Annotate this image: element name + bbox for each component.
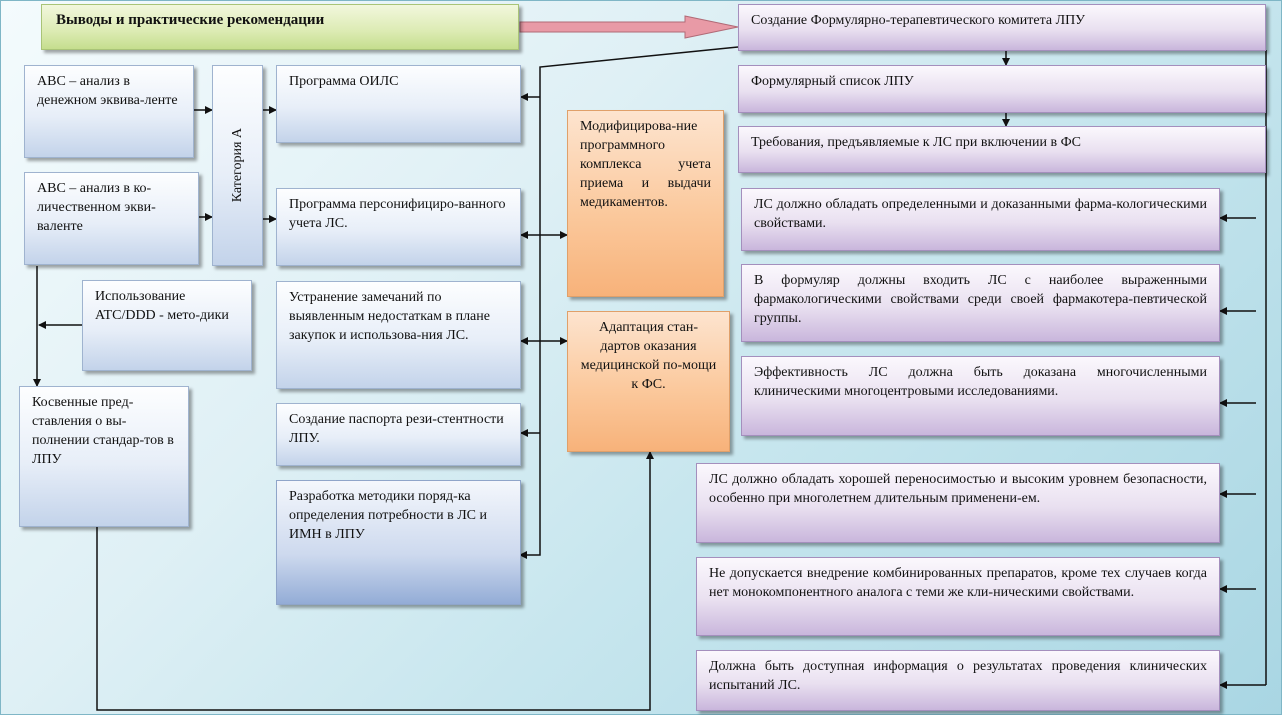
indirect-box: Косвенные пред-ставления о вы-полнении с… [19, 386, 189, 527]
modification-box: Модифицирова-ние программного комплекса … [567, 110, 724, 297]
committee-to-middle-bus [519, 46, 739, 559]
req-item-1: ЛС должно обладать определенными и доказ… [741, 188, 1220, 251]
abc-money-box: ABC – анализ в денежном эквива-ленте [24, 65, 194, 158]
req-item-3: Эффективность ЛС должна быть доказана мн… [741, 356, 1220, 436]
requirements-box: Требования, предъявляемые к ЛС при включ… [738, 126, 1266, 173]
program-oils-box: Программа ОИЛС [276, 65, 521, 143]
req-item-6: Должна быть доступная информация о резул… [696, 650, 1220, 711]
header-title: Выводы и практические рекомендации [41, 4, 519, 50]
remarks-box: Устранение замечаний по выявленным недос… [276, 281, 521, 389]
formulary-list-box: Формулярный список ЛПУ [738, 65, 1266, 113]
category-a-box: Категория А [212, 65, 263, 266]
abc-quantity-box: ABC – анализ в ко-личественном экви-вале… [24, 172, 199, 265]
adaptation-box: Адаптация стан-дартов оказания медицинск… [567, 311, 730, 452]
category-a-label: Категория А [230, 128, 245, 203]
methodology-box: Разработка методики поряд-ка определения… [276, 480, 521, 605]
req-item-4: ЛС должно обладать хорошей переносимость… [696, 463, 1220, 543]
committee-box: Создание Формулярно-терапевтического ком… [738, 4, 1266, 51]
passport-box: Создание паспорта рези-стентности ЛПУ. [276, 403, 521, 466]
req-item-5: Не допускается внедрение комбинированных… [696, 557, 1220, 636]
atc-ddd-box: Использование ATC/DDD - мето-дики [82, 280, 252, 371]
program-personal-box: Программа персонифициро-ванного учета ЛС… [276, 188, 521, 266]
indirect-to-adaptation-line [96, 451, 654, 711]
req-item-2: В формуляр должны входить ЛС с наиболее … [741, 264, 1220, 342]
header-to-committee-arrow [519, 15, 739, 39]
